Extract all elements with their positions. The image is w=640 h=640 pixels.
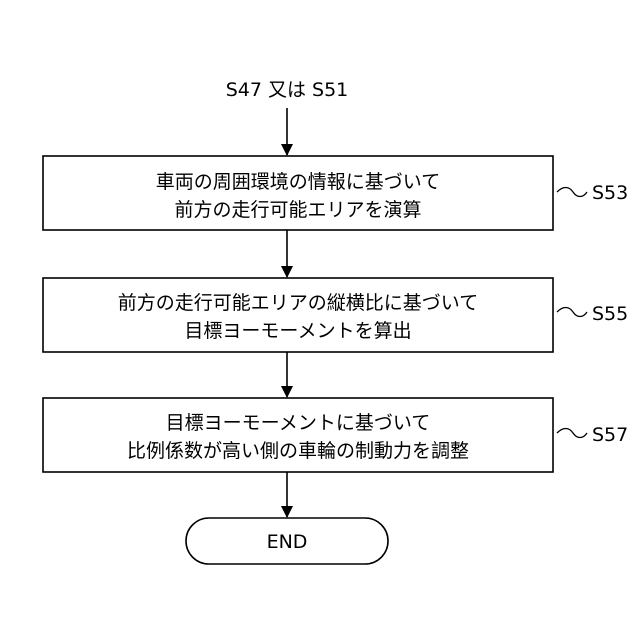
step-label-s53-leader [557, 188, 587, 197]
step-label-s55-leader [557, 308, 587, 317]
process-box-s55-line-2: 目標ヨーモーメントを算出 [184, 320, 411, 342]
step-label-s55: S55 [592, 303, 628, 325]
process-box-s53-line-1: 車両の周囲環境の情報に基づいて [156, 171, 440, 193]
process-box-s53-line-2: 前方の走行可能エリアを演算 [174, 199, 421, 221]
step-label-s57: S57 [592, 424, 628, 446]
process-box-s57-line-2: 比例係数が高い側の車輪の制動力を調整 [127, 440, 469, 462]
step-label-s53: S53 [592, 182, 628, 204]
process-box-s57: 目標ヨーモーメントに基づいて 比例係数が高い側の車輪の制動力を調整 [43, 398, 553, 472]
process-box-s55: 前方の走行可能エリアの縦横比に基づいて 目標ヨーモーメントを算出 [43, 278, 553, 352]
step-label-s57-leader [557, 429, 587, 438]
terminal-end: END [186, 518, 388, 564]
process-box-s53: 車両の周囲環境の情報に基づいて 前方の走行可能エリアを演算 [43, 156, 553, 230]
process-box-s55-line-1: 前方の走行可能エリアの縦横比に基づいて [118, 292, 478, 314]
terminal-end-label: END [267, 531, 308, 553]
process-box-s57-line-1: 目標ヨーモーメントに基づいて [166, 412, 431, 434]
start-label: S47 又は S51 [226, 79, 349, 101]
